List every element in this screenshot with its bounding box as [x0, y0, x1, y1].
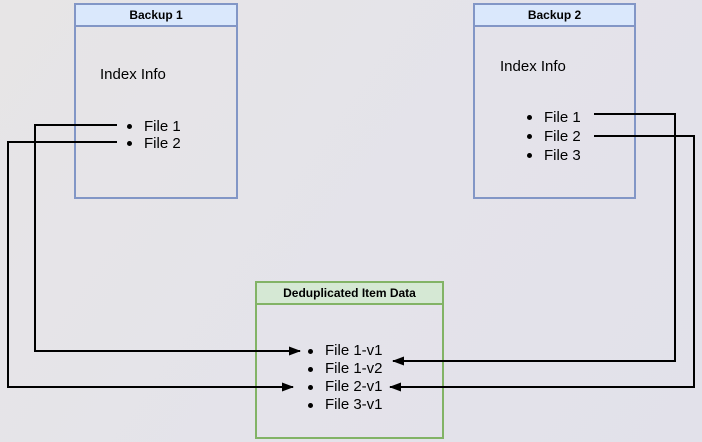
backup1-index-info-label: Index Info	[100, 66, 166, 83]
list-item: File 1-v2	[306, 360, 383, 378]
list-item: File 2	[525, 127, 581, 146]
backup1-title: Backup 1	[129, 8, 183, 22]
list-item: File 1-v1	[306, 342, 383, 360]
backup2-title: Backup 2	[527, 8, 582, 22]
list-item: File 2-v1	[306, 378, 383, 396]
list-item: File 1	[525, 108, 581, 127]
list-item: File 3-v1	[306, 396, 383, 414]
backup2-header: Backup 2	[475, 5, 634, 27]
backup1-header: Backup 1	[76, 5, 236, 27]
list-item: File 1	[125, 118, 181, 135]
dedup-title: Deduplicated Item Data	[283, 286, 416, 300]
backup2-index-info-label: Index Info	[500, 58, 566, 75]
list-item: File 3	[525, 146, 581, 165]
dedup-header: Deduplicated Item Data	[257, 283, 442, 305]
list-item: File 2	[125, 135, 181, 152]
